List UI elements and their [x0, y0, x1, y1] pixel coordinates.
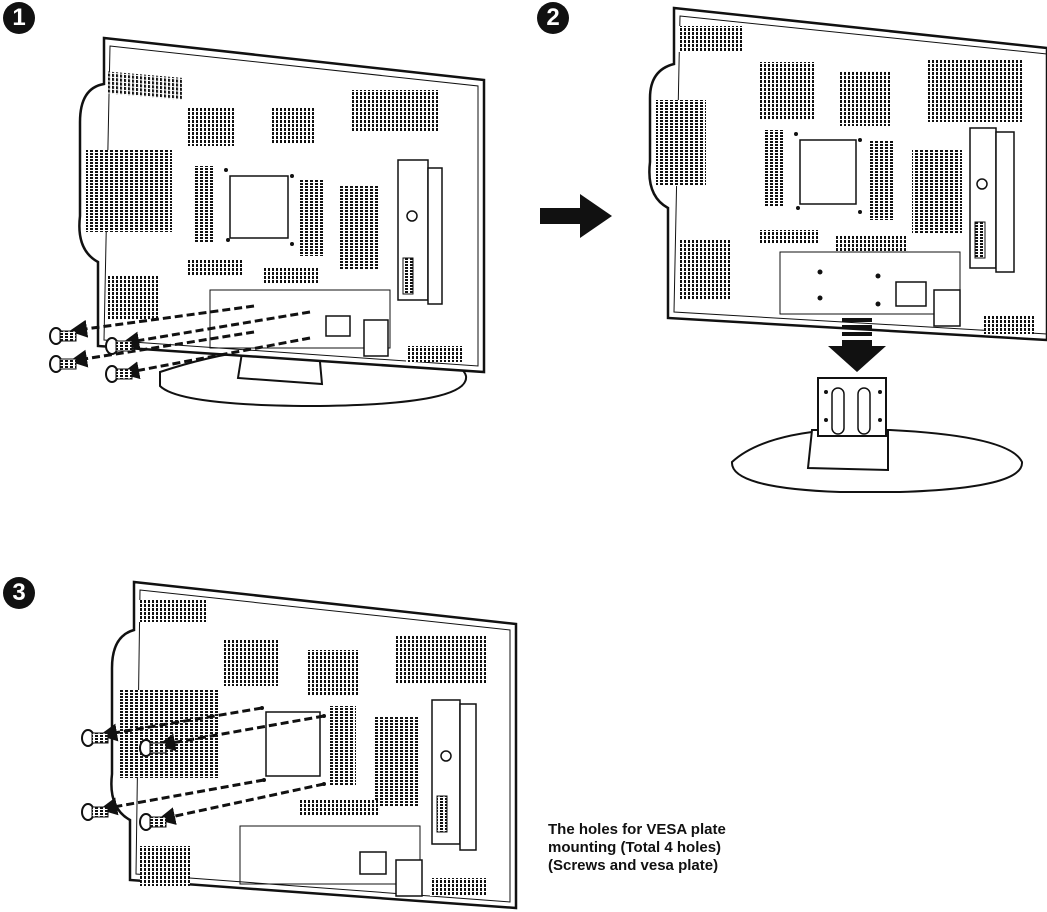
screw-icon	[105, 365, 133, 383]
caption-line-1: The holes for VESA plate	[548, 821, 726, 838]
screw-icon	[105, 337, 133, 355]
step-2-badge: 2	[537, 2, 569, 34]
tv-rear-panel-1	[78, 36, 486, 408]
step-3-badge: 3	[3, 577, 35, 609]
step-1-badge: 1	[3, 2, 35, 34]
down-arrow-icon	[828, 318, 886, 372]
caption-line-3: (Screws and vesa plate)	[548, 857, 719, 874]
screw-icon	[49, 327, 77, 345]
tv-rear-panel-3	[110, 580, 518, 910]
screw-icon	[49, 355, 77, 373]
screws-panel-1	[49, 304, 311, 383]
caption-line-2: mounting (Total 4 holes)	[548, 839, 722, 856]
screw-icon	[81, 729, 109, 747]
screw-icon	[139, 739, 167, 757]
vesa-caption: The holes for VESA plate mounting (Total…	[548, 821, 848, 875]
screw-icon	[139, 813, 167, 831]
screw-icon	[81, 803, 109, 821]
screws-panel-3	[81, 706, 325, 831]
right-arrow-icon	[540, 194, 612, 238]
tv-rear-panel-2	[648, 6, 1047, 342]
vesa-bracket	[730, 377, 1024, 493]
